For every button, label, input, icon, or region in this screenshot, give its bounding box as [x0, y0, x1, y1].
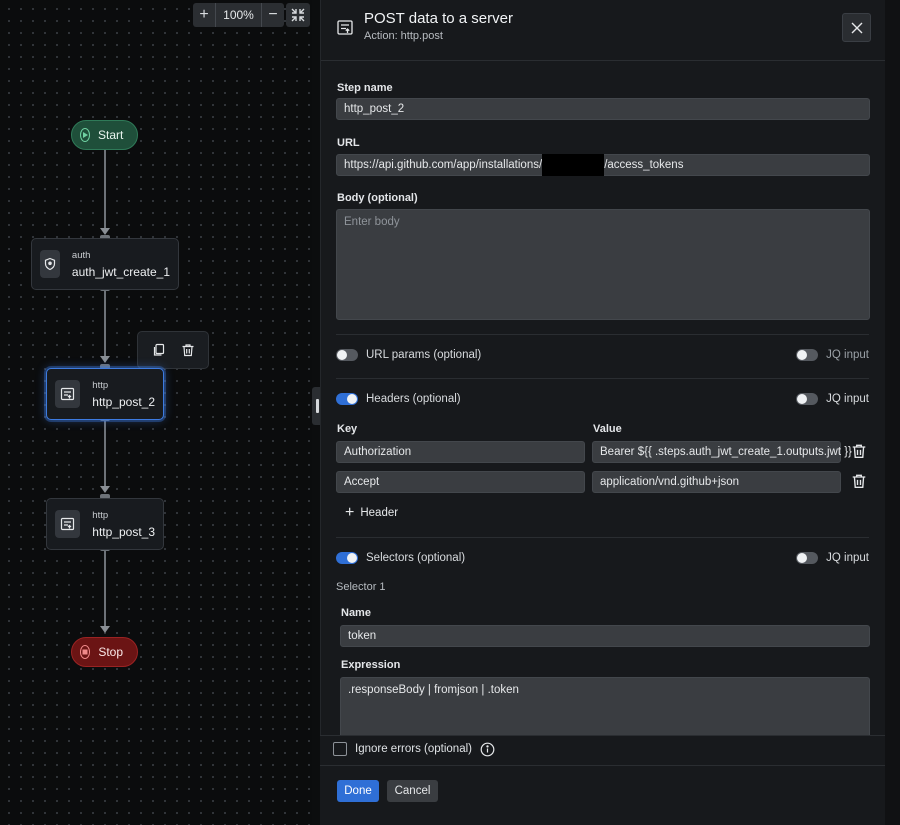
close-panel-button[interactable] — [842, 13, 871, 42]
workflow-node-http-post-3[interactable]: http http_post_3 — [46, 498, 164, 550]
collapse-icon — [291, 8, 305, 22]
url-params-label: URL params (optional) — [366, 349, 482, 361]
jq-input-label: JQ input — [826, 349, 869, 361]
node-name: http_post_2 — [92, 394, 155, 409]
url-params-row: URL params (optional) JQ input — [336, 345, 869, 365]
body-textarea[interactable]: Enter body — [336, 209, 870, 320]
edge-arrow — [100, 486, 110, 493]
stop-icon — [80, 645, 91, 659]
zoom-out-button[interactable]: − — [268, 6, 278, 23]
divider — [336, 537, 869, 538]
node-toolbar — [137, 331, 209, 369]
panel-subtitle: Action: http.post — [364, 30, 443, 42]
zoom-level: 100% — [215, 3, 262, 27]
jq-input-label: JQ input — [826, 393, 869, 405]
delete-node-button[interactable] — [177, 339, 199, 361]
body-placeholder: Enter body — [344, 216, 400, 228]
plus-icon: + — [345, 504, 355, 521]
delete-header-trash-icon[interactable] — [851, 443, 867, 459]
jq-input-label: JQ input — [826, 552, 869, 564]
step-name-input[interactable]: http_post_2 — [336, 98, 870, 120]
play-icon — [80, 128, 90, 142]
header-key-input[interactable]: Authorization — [336, 441, 585, 463]
body-label: Body (optional) — [337, 192, 418, 204]
redacted-block — [542, 154, 605, 176]
selector-name-input[interactable]: token — [340, 625, 870, 647]
selectors-label: Selectors (optional) — [366, 552, 466, 564]
fit-view-button[interactable] — [286, 3, 310, 27]
zoom-in-button[interactable]: + — [199, 6, 209, 23]
url-suffix: /access_tokens — [604, 159, 684, 171]
panel-title: POST data to a server — [364, 10, 513, 27]
header-key-column: Key — [337, 423, 358, 435]
node-port[interactable] — [100, 364, 110, 369]
stop-label: Stop — [98, 645, 123, 659]
scrollbar-track[interactable] — [885, 0, 900, 825]
edge-arrow — [100, 228, 110, 235]
headers-toggle[interactable] — [336, 393, 358, 405]
workflow-node-auth[interactable]: auth auth_jwt_create_1 — [31, 238, 179, 290]
url-params-toggle[interactable] — [336, 349, 358, 361]
url-prefix: https://api.github.com/app/installations… — [344, 159, 543, 171]
http-request-icon — [55, 380, 81, 408]
workflow-node-http-post-2[interactable]: http http_post_2 — [46, 368, 164, 420]
add-header-label: Header — [360, 507, 399, 519]
selector-expression-textarea[interactable]: .responseBody | fromjson | .token — [340, 677, 870, 737]
header-value-input[interactable]: Bearer ${{ .steps.auth_jwt_create_1.outp… — [592, 441, 852, 463]
selector-expression-label: Expression — [341, 659, 401, 671]
node-port[interactable] — [100, 235, 110, 240]
selectors-toggle[interactable] — [336, 552, 358, 564]
node-type: http — [92, 509, 109, 521]
url-params-jq-toggle[interactable] — [796, 349, 819, 361]
ignore-errors-label: Ignore errors (optional) — [355, 743, 472, 755]
url-label: URL — [337, 137, 360, 149]
divider — [336, 378, 869, 379]
workflow-canvas[interactable]: + 100% − Start auth — [0, 0, 312, 825]
info-icon[interactable] — [480, 742, 495, 757]
delete-header-trash-icon[interactable] — [851, 473, 867, 489]
divider — [336, 334, 869, 335]
node-type: auth — [71, 249, 91, 261]
close-icon — [851, 22, 862, 33]
shield-icon — [40, 250, 60, 278]
edge-http3-stop — [104, 550, 106, 628]
http-request-icon — [337, 20, 353, 35]
header-value-input[interactable]: application/vnd.github+json — [592, 471, 841, 493]
edge-start-auth — [104, 150, 106, 230]
step-name-label: Step name — [337, 82, 393, 94]
start-node[interactable]: Start — [71, 120, 138, 150]
start-label: Start — [98, 128, 124, 142]
headers-jq-toggle[interactable] — [796, 393, 819, 405]
zoom-controls: + 100% − — [193, 3, 284, 27]
selectors-row: Selectors (optional) JQ input — [336, 548, 869, 568]
done-button[interactable]: Done — [337, 780, 379, 802]
url-input[interactable]: https://api.github.com/app/installations… — [336, 154, 870, 176]
stop-node[interactable]: Stop — [71, 637, 138, 667]
duplicate-node-button[interactable] — [148, 339, 170, 361]
cancel-button[interactable]: Cancel — [387, 780, 438, 802]
http-request-icon — [55, 510, 81, 538]
trash-icon — [182, 344, 193, 357]
selectors-jq-toggle[interactable] — [796, 552, 819, 564]
headers-label: Headers (optional) — [366, 393, 461, 405]
header-key-input[interactable]: Accept — [336, 471, 585, 493]
headers-row: Headers (optional) JQ input — [336, 389, 869, 409]
node-name: auth_jwt_create_1 — [71, 264, 170, 279]
edge-arrow — [100, 356, 110, 363]
edge-arrow — [100, 626, 110, 633]
ignore-errors-checkbox[interactable] — [333, 742, 347, 756]
header-value-column: Value — [593, 423, 622, 435]
node-name: http_post_3 — [92, 524, 155, 539]
node-type: http — [92, 379, 109, 391]
options-bar — [320, 735, 885, 765]
copy-icon — [153, 343, 164, 356]
selector-title: Selector 1 — [336, 581, 386, 593]
add-header-button[interactable]: + Header — [345, 504, 399, 521]
edge-auth-http2 — [104, 290, 106, 358]
edge-http2-http3 — [104, 420, 106, 488]
selector-name-label: Name — [341, 607, 371, 619]
panel-header: POST data to a server Action: http.post — [321, 0, 886, 61]
node-port[interactable] — [100, 494, 110, 499]
